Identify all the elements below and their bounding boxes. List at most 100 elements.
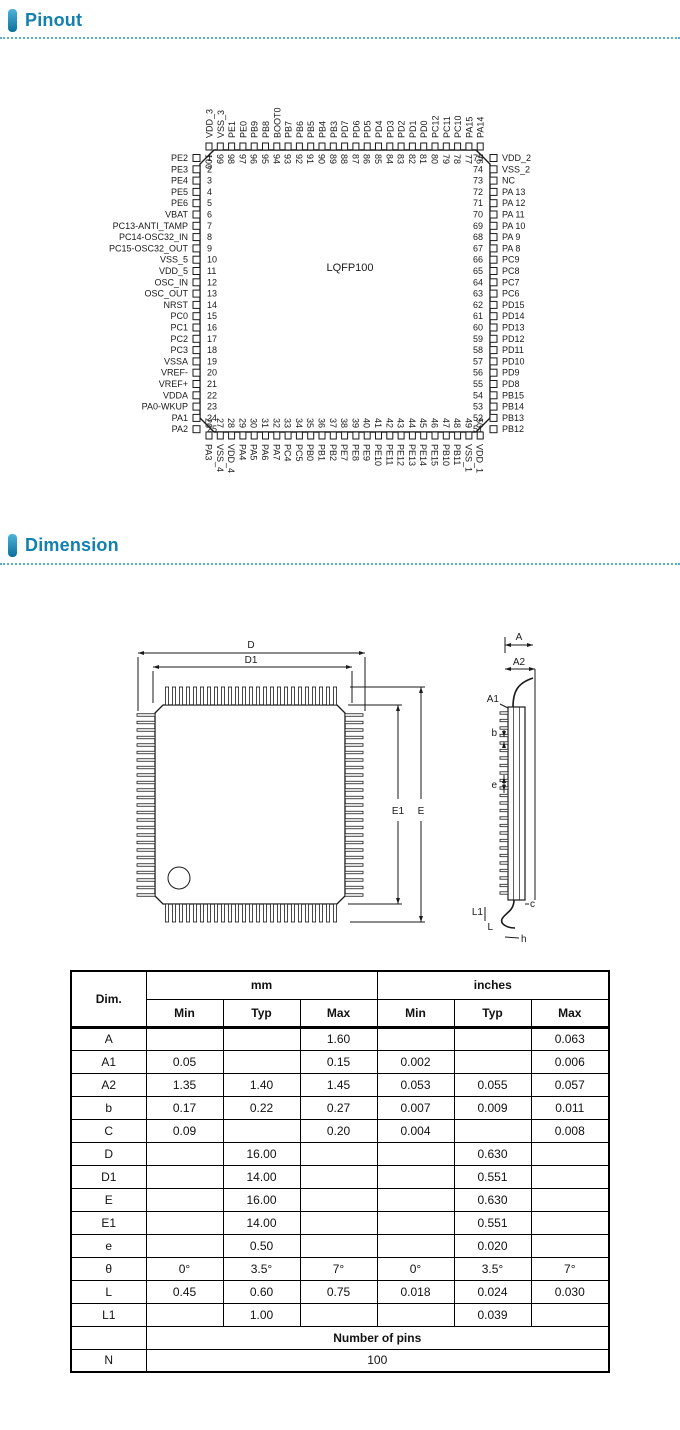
lead xyxy=(344,848,364,852)
inches-value-cell: 0.630 xyxy=(453,1141,532,1166)
pin-pad xyxy=(192,244,201,253)
lead xyxy=(136,878,156,882)
dim-label-A2: A2 xyxy=(513,657,526,668)
pin-number: 54 xyxy=(473,390,483,400)
pinout-section-title: Pinout xyxy=(25,10,83,30)
lead xyxy=(193,686,198,706)
pin-label: PA 9 xyxy=(502,232,520,242)
dim-label-b: b xyxy=(491,728,497,739)
pin-number: 58 xyxy=(473,345,483,355)
dim-arrowhead xyxy=(502,777,506,783)
pin-label: BOOT0 xyxy=(272,107,282,138)
pinout-section-header: Pinout xyxy=(8,9,82,32)
inches-value-cell: 0.011 xyxy=(530,1095,610,1120)
lead xyxy=(234,903,239,923)
lead xyxy=(248,903,253,923)
dim-label-L1: L1 xyxy=(472,907,484,918)
pin-pad xyxy=(192,323,201,332)
dim-name-cell: A1 xyxy=(70,1049,147,1074)
pin-number: 88 xyxy=(339,154,349,164)
pin-number: 75 xyxy=(473,153,483,163)
pin-pad xyxy=(489,176,498,185)
pin-label: VSS_5 xyxy=(160,255,188,265)
pin-number: 74 xyxy=(473,164,483,174)
pin-label: PB3 xyxy=(329,121,339,138)
pin-pad xyxy=(192,278,201,287)
inches-value-cell xyxy=(530,1302,610,1327)
mm-value-cell: 14.00 xyxy=(222,1164,301,1189)
lead xyxy=(499,808,509,813)
pin-label: PD2 xyxy=(397,120,407,138)
pin-number: 53 xyxy=(473,402,483,412)
pin-pad xyxy=(489,425,498,434)
pin-label: PD10 xyxy=(502,356,525,366)
pin-pad xyxy=(192,165,201,174)
pin-label: PB15 xyxy=(502,390,524,400)
dim-name-cell: N xyxy=(70,1348,147,1373)
lead xyxy=(255,903,260,923)
lead xyxy=(499,711,509,715)
subheader-cell: Max xyxy=(299,998,378,1029)
lead xyxy=(136,773,156,777)
pin-number: 98 xyxy=(226,154,236,164)
dim-name-cell: A2 xyxy=(70,1072,147,1097)
lead xyxy=(136,758,156,762)
pin-number: 47 xyxy=(441,418,451,428)
lead xyxy=(344,788,364,792)
lead xyxy=(499,771,509,775)
pin-number: 10 xyxy=(207,255,217,265)
mm-value-cell xyxy=(222,1118,301,1143)
pin-pad xyxy=(408,431,416,440)
lead xyxy=(304,903,309,923)
pin-number: 18 xyxy=(207,345,217,355)
subheader-cell: Typ xyxy=(222,998,301,1029)
gullwing-lead-top xyxy=(512,677,534,708)
pin-pad xyxy=(273,142,281,151)
pin-number: 61 xyxy=(473,311,483,321)
pin-number: 78 xyxy=(452,154,462,164)
pin-label: PC5 xyxy=(294,444,304,462)
pin-pad xyxy=(341,431,349,440)
pin-number: 32 xyxy=(271,418,281,428)
pin-pad xyxy=(489,233,498,242)
mm-value-cell: 0.17 xyxy=(145,1095,224,1120)
inches-value-cell: 0.053 xyxy=(376,1072,455,1097)
pin-pad xyxy=(192,233,201,242)
pin-pad xyxy=(192,154,201,162)
lead xyxy=(136,893,156,897)
dim-label-c: c xyxy=(530,899,535,910)
pin-pad xyxy=(489,154,498,162)
inches-value-cell xyxy=(376,1233,455,1258)
pin-label: PE3 xyxy=(171,164,188,174)
pin-label: PB13 xyxy=(502,413,524,423)
subheader-cell: Max xyxy=(530,998,610,1029)
pin-label: PA3 xyxy=(204,444,214,460)
pin-number: 92 xyxy=(294,154,304,164)
pin-number: 24 xyxy=(207,413,217,423)
pin-pad xyxy=(489,391,498,400)
pin-pad xyxy=(192,380,201,388)
lead xyxy=(136,728,156,732)
figure-line xyxy=(499,703,509,709)
pin-pad xyxy=(386,431,394,440)
pin-pad xyxy=(192,289,201,298)
pin-number: 59 xyxy=(473,334,483,344)
pin-pad xyxy=(192,413,201,422)
lead xyxy=(344,870,364,875)
dim-name-cell: A xyxy=(70,1026,147,1051)
mm-value-cell xyxy=(299,1233,378,1258)
pin-label: VREF+ xyxy=(159,379,188,389)
pin-label: PD15 xyxy=(502,300,525,310)
lead xyxy=(241,686,246,706)
pin-label: PD12 xyxy=(502,334,525,344)
pin-pad xyxy=(489,187,498,196)
pin-pad xyxy=(408,142,416,151)
pin-pad xyxy=(352,431,360,440)
